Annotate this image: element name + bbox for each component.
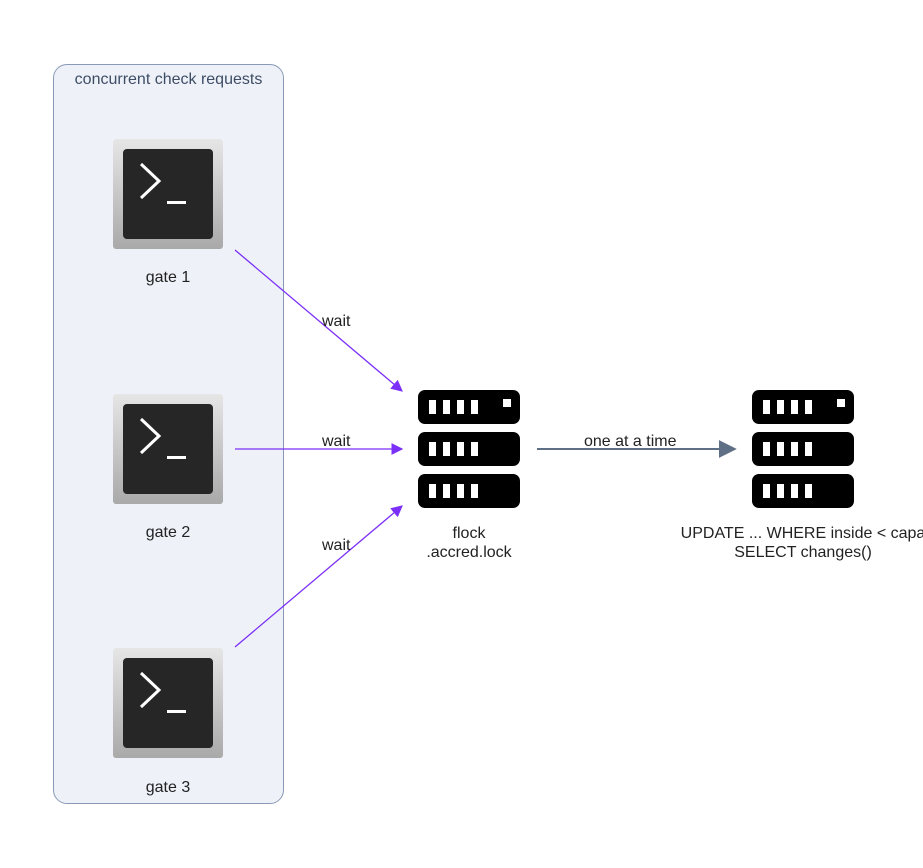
gate-2-label: gate 2 [145,524,191,541]
terminal-icon [113,139,223,249]
gate-1-label: gate 1 [145,269,191,286]
db-label-line1: UPDATE ... WHERE inside < capa [680,525,923,542]
db-label-line2: SELECT changes() [734,544,872,561]
server-icon [418,390,520,508]
edge-label-wait-2: wait [322,433,351,450]
edge-label-wait-1: wait [322,313,351,330]
edge-label-one-at-a-time: one at a time [584,433,677,450]
lock-label: flock .accred.lock [389,524,549,562]
cluster-title: concurrent check requests [74,71,263,88]
db-label: UPDATE ... WHERE inside < capa SELECT ch… [653,524,923,562]
lock-label-line1: flock [452,525,486,542]
server-icon [752,390,854,508]
edge-gate3-to-lock [234,505,403,648]
lock-label-line2: .accred.lock [426,544,512,561]
terminal-icon [113,648,223,758]
edge-label-wait-3: wait [322,537,351,554]
edge-gate1-to-lock [234,249,403,392]
gate-3-label: gate 3 [145,779,191,796]
terminal-icon [113,394,223,504]
